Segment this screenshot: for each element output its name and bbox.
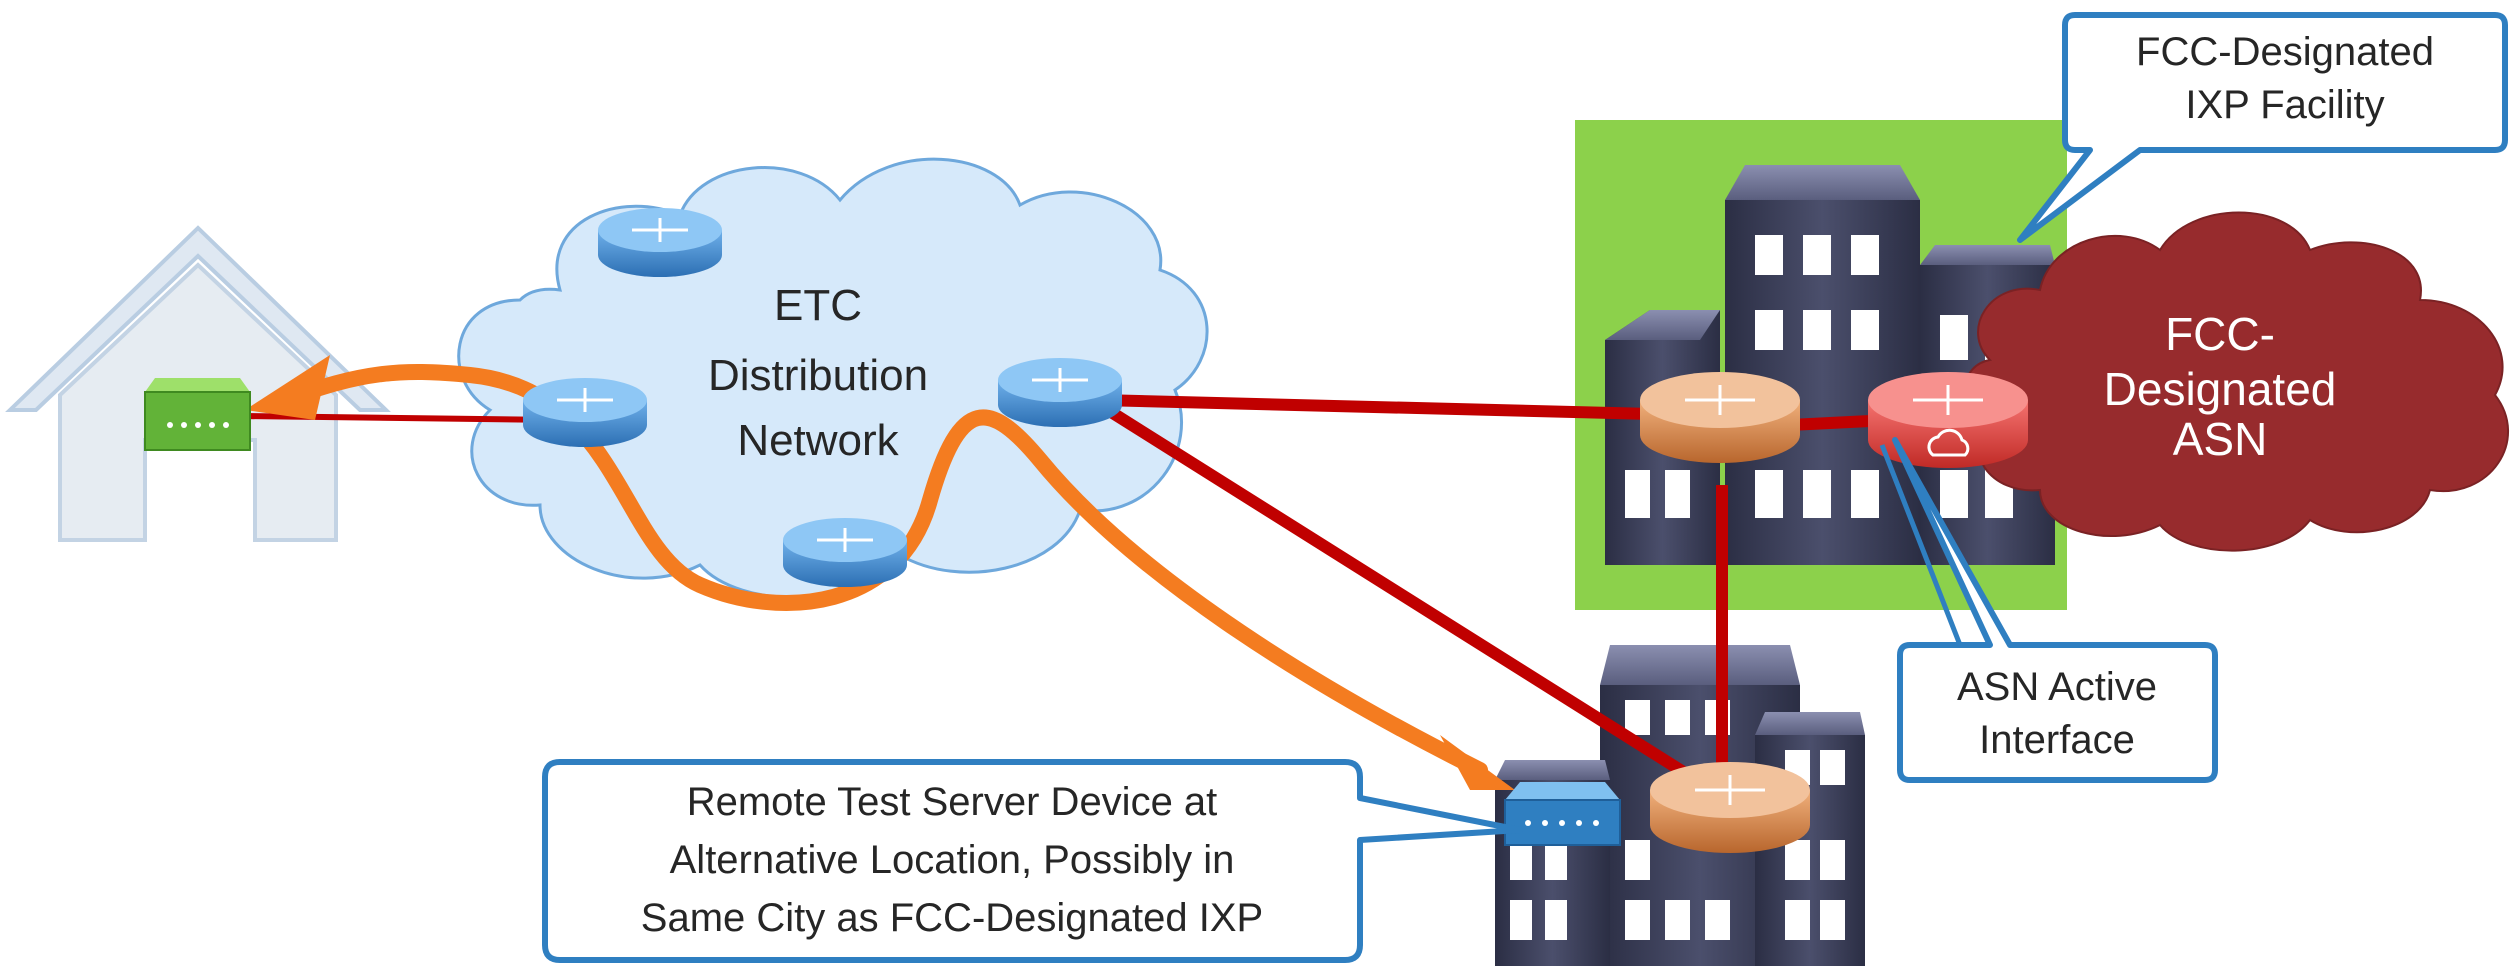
asn-label: FCC- Designated ASN — [2104, 308, 2337, 465]
router-icon — [598, 208, 722, 277]
ixp-facility-text: FCC-Designated IXP Facility — [2136, 30, 2434, 127]
callout-text-line: FCC-Designated — [2136, 30, 2434, 74]
remote-test-server-text: Remote Test Server Device at Alternative… — [641, 780, 1263, 940]
orange-arrowhead-right — [1440, 735, 1515, 790]
modem-icon — [144, 378, 251, 451]
cloud-label: ETC Distribution Network — [708, 281, 928, 465]
callout-text-line: Same City as FCC-Designated IXP — [641, 896, 1263, 940]
callout-ixp-facility — [2017, 12, 2508, 243]
callout-text-line: Interface — [1979, 718, 2135, 762]
cloud-label-line: ETC — [774, 281, 862, 330]
asn-label-line: ASN — [2173, 413, 2268, 465]
asn-active-interface-text: ASN Active Interface — [1957, 665, 2157, 762]
router-icon — [998, 358, 1122, 427]
asn-cloud-icon — [1964, 211, 2509, 552]
router-icon — [523, 378, 647, 447]
asn-label-line: Designated — [2104, 363, 2337, 415]
router-icon — [783, 518, 907, 587]
callout-text-line: IXP Facility — [2185, 83, 2384, 127]
router-icon — [1868, 372, 2028, 468]
callout-text-line: Alternative Location, Possibly in — [670, 838, 1235, 882]
test-server-icon — [1504, 782, 1621, 846]
callout-asn-active-interface — [1879, 437, 2218, 783]
router-icon — [1650, 762, 1810, 853]
cloud-label-line: Network — [737, 416, 899, 465]
callout-text-line: ASN Active — [1957, 665, 2157, 709]
callout-remote-test-server — [542, 759, 1523, 963]
cloud-label-line: Distribution — [708, 351, 928, 400]
asn-label-line: FCC- — [2165, 308, 2275, 360]
router-icon — [1640, 372, 1800, 463]
callout-text-line: Remote Test Server Device at — [687, 780, 1218, 824]
red-links — [239, 394, 1871, 801]
orange-arrowhead-left — [245, 355, 330, 420]
